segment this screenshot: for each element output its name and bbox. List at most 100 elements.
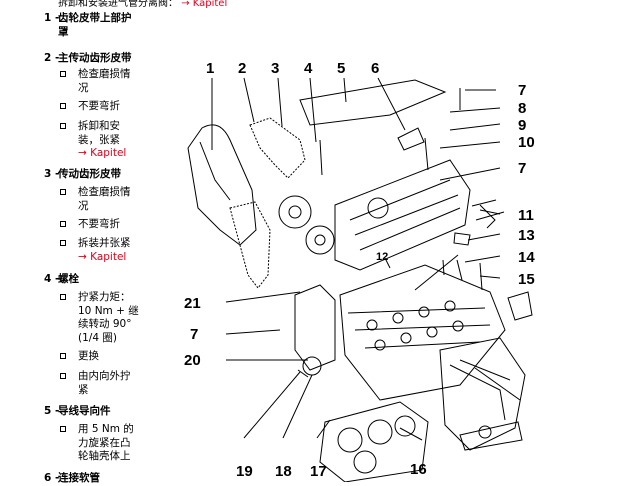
bullet-text: 装，张紧 — [78, 133, 120, 146]
bullet-text: 用 5 Nm 的 — [78, 423, 134, 435]
bullet-text: 由内向外拧 — [78, 370, 131, 382]
bullet-text: 不要弯折 — [78, 218, 120, 230]
bullet-text: 10 Nm + 继 — [78, 304, 139, 317]
callout-label: 15 — [518, 271, 535, 288]
callout-label: 18 — [275, 463, 292, 480]
bullet-text: 检查磨损情 — [78, 186, 131, 198]
sensor-shape — [507, 291, 533, 321]
callout-label: 11 — [518, 207, 534, 224]
bullet-item: 检查磨损情 况 — [60, 68, 160, 95]
bullet-item: 用 5 Nm 的 力旋紧在凸 轮轴壳体上 — [60, 423, 160, 464]
callout-label: 1 — [206, 60, 214, 77]
legend-item-1: 1 - 齿轮皮带上部护 罩 — [40, 12, 160, 39]
head-cover-shape — [334, 159, 471, 271]
header-cut-label: 拆卸和安装进气管分离阀： — [58, 0, 178, 9]
item-title: 齿轮皮带上部护 — [58, 12, 132, 24]
legend-item-3: 3 - 传动齿形皮带 — [40, 168, 160, 182]
callout-label: 9 — [518, 117, 526, 134]
callout-label: 7 — [518, 160, 526, 177]
callout-label: 7 — [190, 326, 198, 343]
legend-item-6: 6 - 连接软管 — [40, 472, 160, 486]
callout-label: 4 — [304, 60, 313, 77]
bullet-text: 检查磨损情 — [78, 68, 131, 80]
callout-label: 6 — [371, 60, 379, 77]
item-number: 4 - — [44, 273, 60, 285]
bullet-text: 紧 — [78, 383, 89, 396]
bullet-text: 续转动 90° — [78, 318, 132, 330]
timing-cover-shape — [187, 124, 257, 246]
bullet-item: 更换 — [60, 350, 160, 364]
callout-label: 3 — [271, 60, 279, 77]
bullet-item: 由内向外拧 紧 — [60, 370, 160, 397]
callout-label: 21 — [184, 295, 201, 312]
camshaft-gear-shape — [278, 195, 312, 229]
bullet-text: 拆卸和安 — [78, 120, 120, 132]
checkbox-icon — [60, 123, 66, 129]
bullet-text: 力旋紧在凸 — [78, 436, 131, 449]
callout-label: 2 — [238, 60, 246, 77]
checkbox-icon — [60, 373, 66, 379]
legend-item-5: 5 - 导线导向件 — [40, 405, 160, 419]
rear-housing-shape — [294, 284, 336, 371]
legend-item-2: 2 - 主传动齿形皮带 — [40, 52, 160, 66]
camshaft-gear-2-shape — [305, 225, 335, 255]
callout-label: 19 — [236, 463, 253, 480]
bullet-item: 不要弯折 — [60, 218, 160, 232]
callout-label: 20 — [184, 352, 201, 369]
bullet-text: 拆装并张紧 — [78, 237, 131, 249]
main-belt-shape — [249, 117, 306, 179]
callout-label: 5 — [337, 60, 345, 77]
checkbox-icon — [60, 294, 66, 300]
bullet-item: 拧紧力矩： 10 Nm + 继 续转动 90° (1/4 圈) — [60, 291, 160, 345]
bullet-item: 检查磨损情 况 — [60, 186, 160, 213]
bullet-text: 拧紧力矩： — [78, 291, 131, 303]
item-title: 传动齿形皮带 — [58, 168, 121, 180]
header-cut-link[interactable]: → Kapitel — [181, 0, 228, 9]
item-number: 6 - — [44, 472, 60, 484]
item-number: 1 - — [44, 12, 60, 24]
top-cover-shape — [299, 79, 447, 126]
legend-item-4: 4 - 螺栓 — [40, 273, 160, 287]
item-title: 罩 — [58, 25, 69, 38]
bullet-text: 更换 — [78, 350, 99, 362]
bullet-item: 拆卸和安 装，张紧 → Kapitel — [60, 120, 160, 161]
drive-belt-shape — [229, 201, 271, 289]
bullet-text: 轮轴壳体上 — [78, 450, 131, 462]
item-title: 主传动齿形皮带 — [58, 52, 132, 64]
checkbox-icon — [60, 103, 66, 109]
cylinder-head-shape — [339, 264, 506, 401]
kapitel-link[interactable]: → Kapitel — [78, 147, 127, 159]
item-title: 螺栓 — [58, 273, 79, 285]
checkbox-icon — [60, 426, 66, 432]
callout-label: 13 — [518, 227, 535, 244]
bullet-text: 况 — [78, 199, 89, 212]
exhaust-manifold-shape — [439, 337, 526, 451]
callout-label: 10 — [518, 134, 535, 151]
checkbox-icon — [60, 189, 66, 195]
engine-exploded-diagram: 1 2 3 4 5 6 7 8 9 10 7 11 13 14 15 21 7 … — [184, 60, 535, 482]
item-title: 连接软管 — [58, 472, 100, 484]
bullet-text: 不要弯折 — [78, 100, 120, 112]
callout-label: 16 — [410, 461, 427, 478]
item-number: 5 - — [44, 405, 60, 417]
checkbox-icon — [60, 240, 66, 246]
callout-label: 14 — [518, 249, 535, 266]
bullet-item: 不要弯折 — [60, 100, 160, 114]
head-gasket-shape — [319, 401, 429, 482]
item-title: 导线导向件 — [58, 405, 111, 417]
callout-label: 7 — [518, 82, 526, 99]
header-cut-text: 拆卸和安装进气管分离阀： → Kapitel — [58, 0, 227, 9]
checkbox-icon — [60, 221, 66, 227]
bullet-text: (1/4 圈) — [78, 331, 117, 344]
callout-label: 8 — [518, 100, 526, 117]
bolt-shape — [319, 88, 461, 176]
callout-label: 17 — [310, 463, 327, 480]
checkbox-icon — [60, 353, 66, 359]
item-number: 2 - — [44, 52, 60, 64]
checkbox-icon — [60, 71, 66, 77]
bullet-text: 况 — [78, 81, 89, 94]
bullet-item: 拆装并张紧 → Kapitel — [60, 237, 160, 264]
item-number: 3 - — [44, 168, 60, 180]
callout-label: 12 — [376, 251, 388, 263]
kapitel-link[interactable]: → Kapitel — [78, 250, 127, 263]
